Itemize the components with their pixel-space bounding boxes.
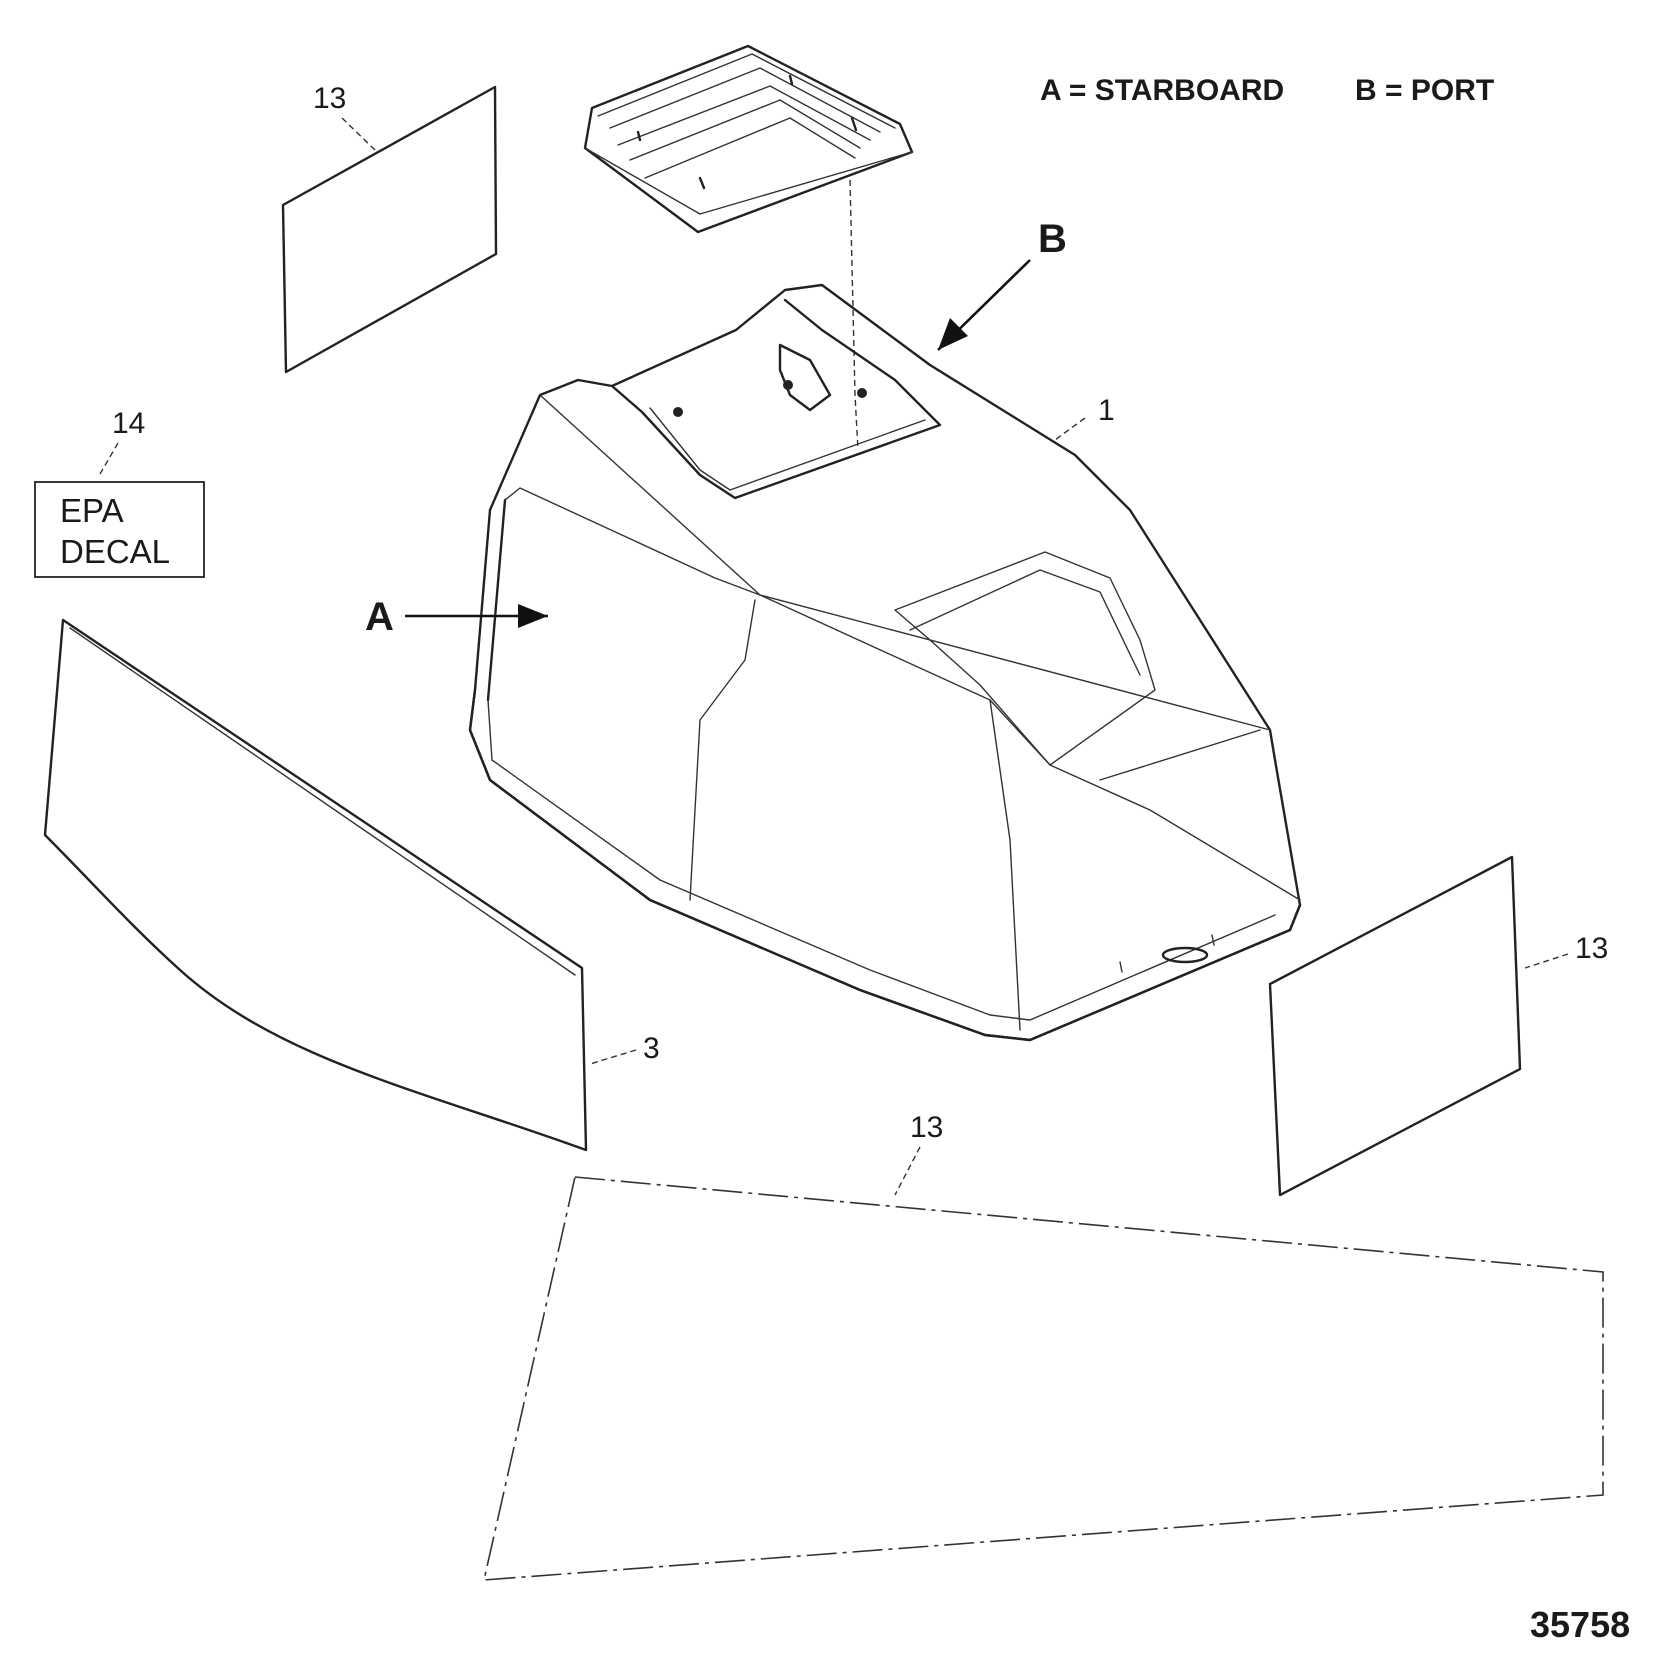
top-cover-insert [583,44,914,234]
epa-decal-box: EPA DECAL [34,481,205,578]
callout-decal-rear: 13 [1575,932,1608,965]
label-port-b: B [1038,217,1067,261]
decal-bottom [482,1176,1604,1581]
decal-side [43,618,588,1152]
callout-cowl: 1 [1098,394,1115,427]
callout-decal-upper-left: 13 [313,82,346,115]
epa-decal-line2: DECAL [60,533,170,570]
epa-decal-line1: EPA [60,492,124,529]
legend-port: B = PORT [1355,74,1494,107]
arrow-port [937,259,1031,351]
decal-rear [1268,855,1522,1197]
decal-upper-left [281,85,498,374]
callout-decal-bottom: 13 [910,1111,943,1144]
arrow-starboard [405,604,548,628]
callout-decal-side: 3 [643,1032,660,1065]
engine-cowl [468,283,1302,1042]
label-starboard-a: A [365,595,394,639]
figure-number: 35758 [1530,1604,1630,1645]
callout-epa-decal: 14 [112,407,145,440]
legend-starboard: A = STARBOARD [1040,74,1284,107]
